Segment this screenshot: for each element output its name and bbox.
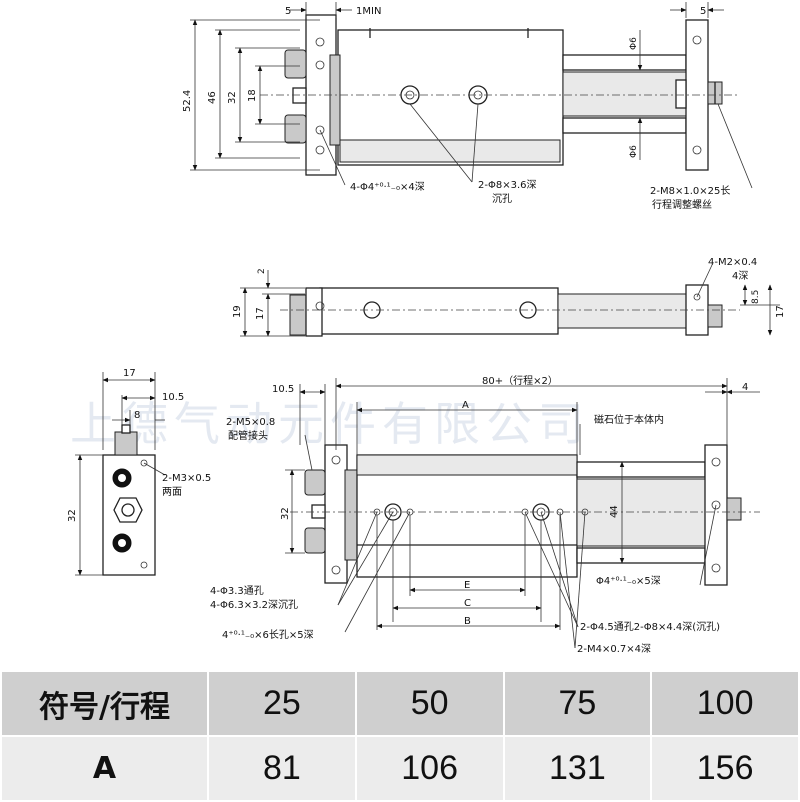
dim-10-5-end: 10.5 <box>162 392 184 403</box>
dim-44: 44 <box>609 505 620 518</box>
dim-32-bottom: 32 <box>280 507 291 520</box>
dim-17-end: 17 <box>123 368 136 379</box>
callout-slot: 4⁺⁰·¹₋₀×6长孔×5深 <box>222 629 314 641</box>
callout-magnet: 磁石位于本体内 <box>594 413 664 426</box>
table-header-cell: 100 <box>650 670 800 737</box>
end-view: 17 10.5 8 32 2-M3×0.5 两面 <box>67 368 211 576</box>
dim-8-5: 8.5 <box>751 290 761 304</box>
dim-8-end: 8 <box>134 410 140 421</box>
dim-1min: 1MIN <box>356 6 381 17</box>
table-cell: 156 <box>650 735 800 802</box>
callout-holes-45: 2-Φ4.5通孔2-Φ8×4.4深(沉孔) <box>580 620 720 633</box>
dim-phi6-lower: Φ6 <box>629 145 639 158</box>
technical-drawing: 上德气动元件有限公司 <box>67 2 786 655</box>
dim-B: B <box>464 616 471 627</box>
dim-46: 46 <box>207 91 218 104</box>
table-row: A 81 106 131 156 <box>0 735 800 802</box>
dim-10-5-bottom: 10.5 <box>272 384 294 395</box>
table-header-cell: 25 <box>207 670 357 737</box>
dim-phi6-upper: Φ6 <box>629 37 639 50</box>
callout-m3-1: 2-M3×0.5 <box>162 473 211 484</box>
dim-17-side-left: 17 <box>255 307 266 320</box>
callout-holes-4: 4-Φ4⁺⁰·¹₋₀×4深 <box>350 181 425 193</box>
top-view: 5 1MIN 5 52.4 46 32 18 Φ6 Φ6 4-Φ4⁺⁰·¹₋₀×… <box>182 2 753 211</box>
dim-17-side-right: 17 <box>775 305 786 318</box>
dim-52-4: 52.4 <box>182 90 193 112</box>
callout-thru-2: 4-Φ6.3×3.2深沉孔 <box>210 598 298 611</box>
table-header-cell: 符号/行程 <box>0 670 209 737</box>
dim-32-top: 32 <box>227 91 238 104</box>
callout-m5-1: 2-M5×0.8 <box>226 417 275 428</box>
callout-adjust-2: 行程调整螺丝 <box>652 198 712 211</box>
table-cell: 106 <box>354 735 505 802</box>
spec-table: 符号/行程 25 50 75 100 A 81 106 131 156 <box>0 670 800 802</box>
dim-A: A <box>462 400 469 411</box>
table-header-row: 符号/行程 25 50 75 100 <box>0 670 800 737</box>
callout-m2-2: 4深 <box>732 270 748 282</box>
table-cell: A <box>0 735 209 802</box>
table-header-cell: 50 <box>354 670 505 737</box>
dim-80-stroke: 80+（行程×2） <box>482 374 558 387</box>
callout-phi4: Φ4⁺⁰·¹₋₀×5深 <box>596 575 661 587</box>
callout-counterbore-1: 2-Φ8×3.6深 <box>478 179 537 191</box>
table-cell: 131 <box>502 735 653 802</box>
callout-adjust-1: 2-M8×1.0×25长 <box>650 185 730 197</box>
dim-C: C <box>464 598 471 609</box>
table-cell: 81 <box>207 735 357 802</box>
callout-m3-2: 两面 <box>162 487 182 498</box>
dim-5-left: 5 <box>285 6 291 17</box>
callout-thru-1: 4-Φ3.3通孔 <box>210 585 264 597</box>
callout-m5-2: 配管接头 <box>228 429 268 442</box>
dim-18: 18 <box>247 89 258 102</box>
dim-2: 2 <box>257 268 267 274</box>
watermark-text: 上德气动元件有限公司 <box>70 397 590 451</box>
callout-m2-1: 4-M2×0.4 <box>708 257 757 268</box>
dim-32-end: 32 <box>67 509 78 522</box>
side-view: 2 19 17 8.5 17 4-M2×0.4 4深 <box>232 257 786 337</box>
dim-19: 19 <box>232 305 243 318</box>
dim-4: 4 <box>742 382 748 393</box>
dim-5-right: 5 <box>700 6 706 17</box>
bottom-view: 10.5 80+（行程×2） 4 A 32 44 E C B 2-M5×0.8 … <box>210 374 760 655</box>
table-header-cell: 75 <box>502 670 653 737</box>
callout-m4: 2-M4×0.7×4深 <box>577 643 651 655</box>
dim-E: E <box>464 580 470 591</box>
callout-counterbore-2: 沉孔 <box>492 192 512 205</box>
